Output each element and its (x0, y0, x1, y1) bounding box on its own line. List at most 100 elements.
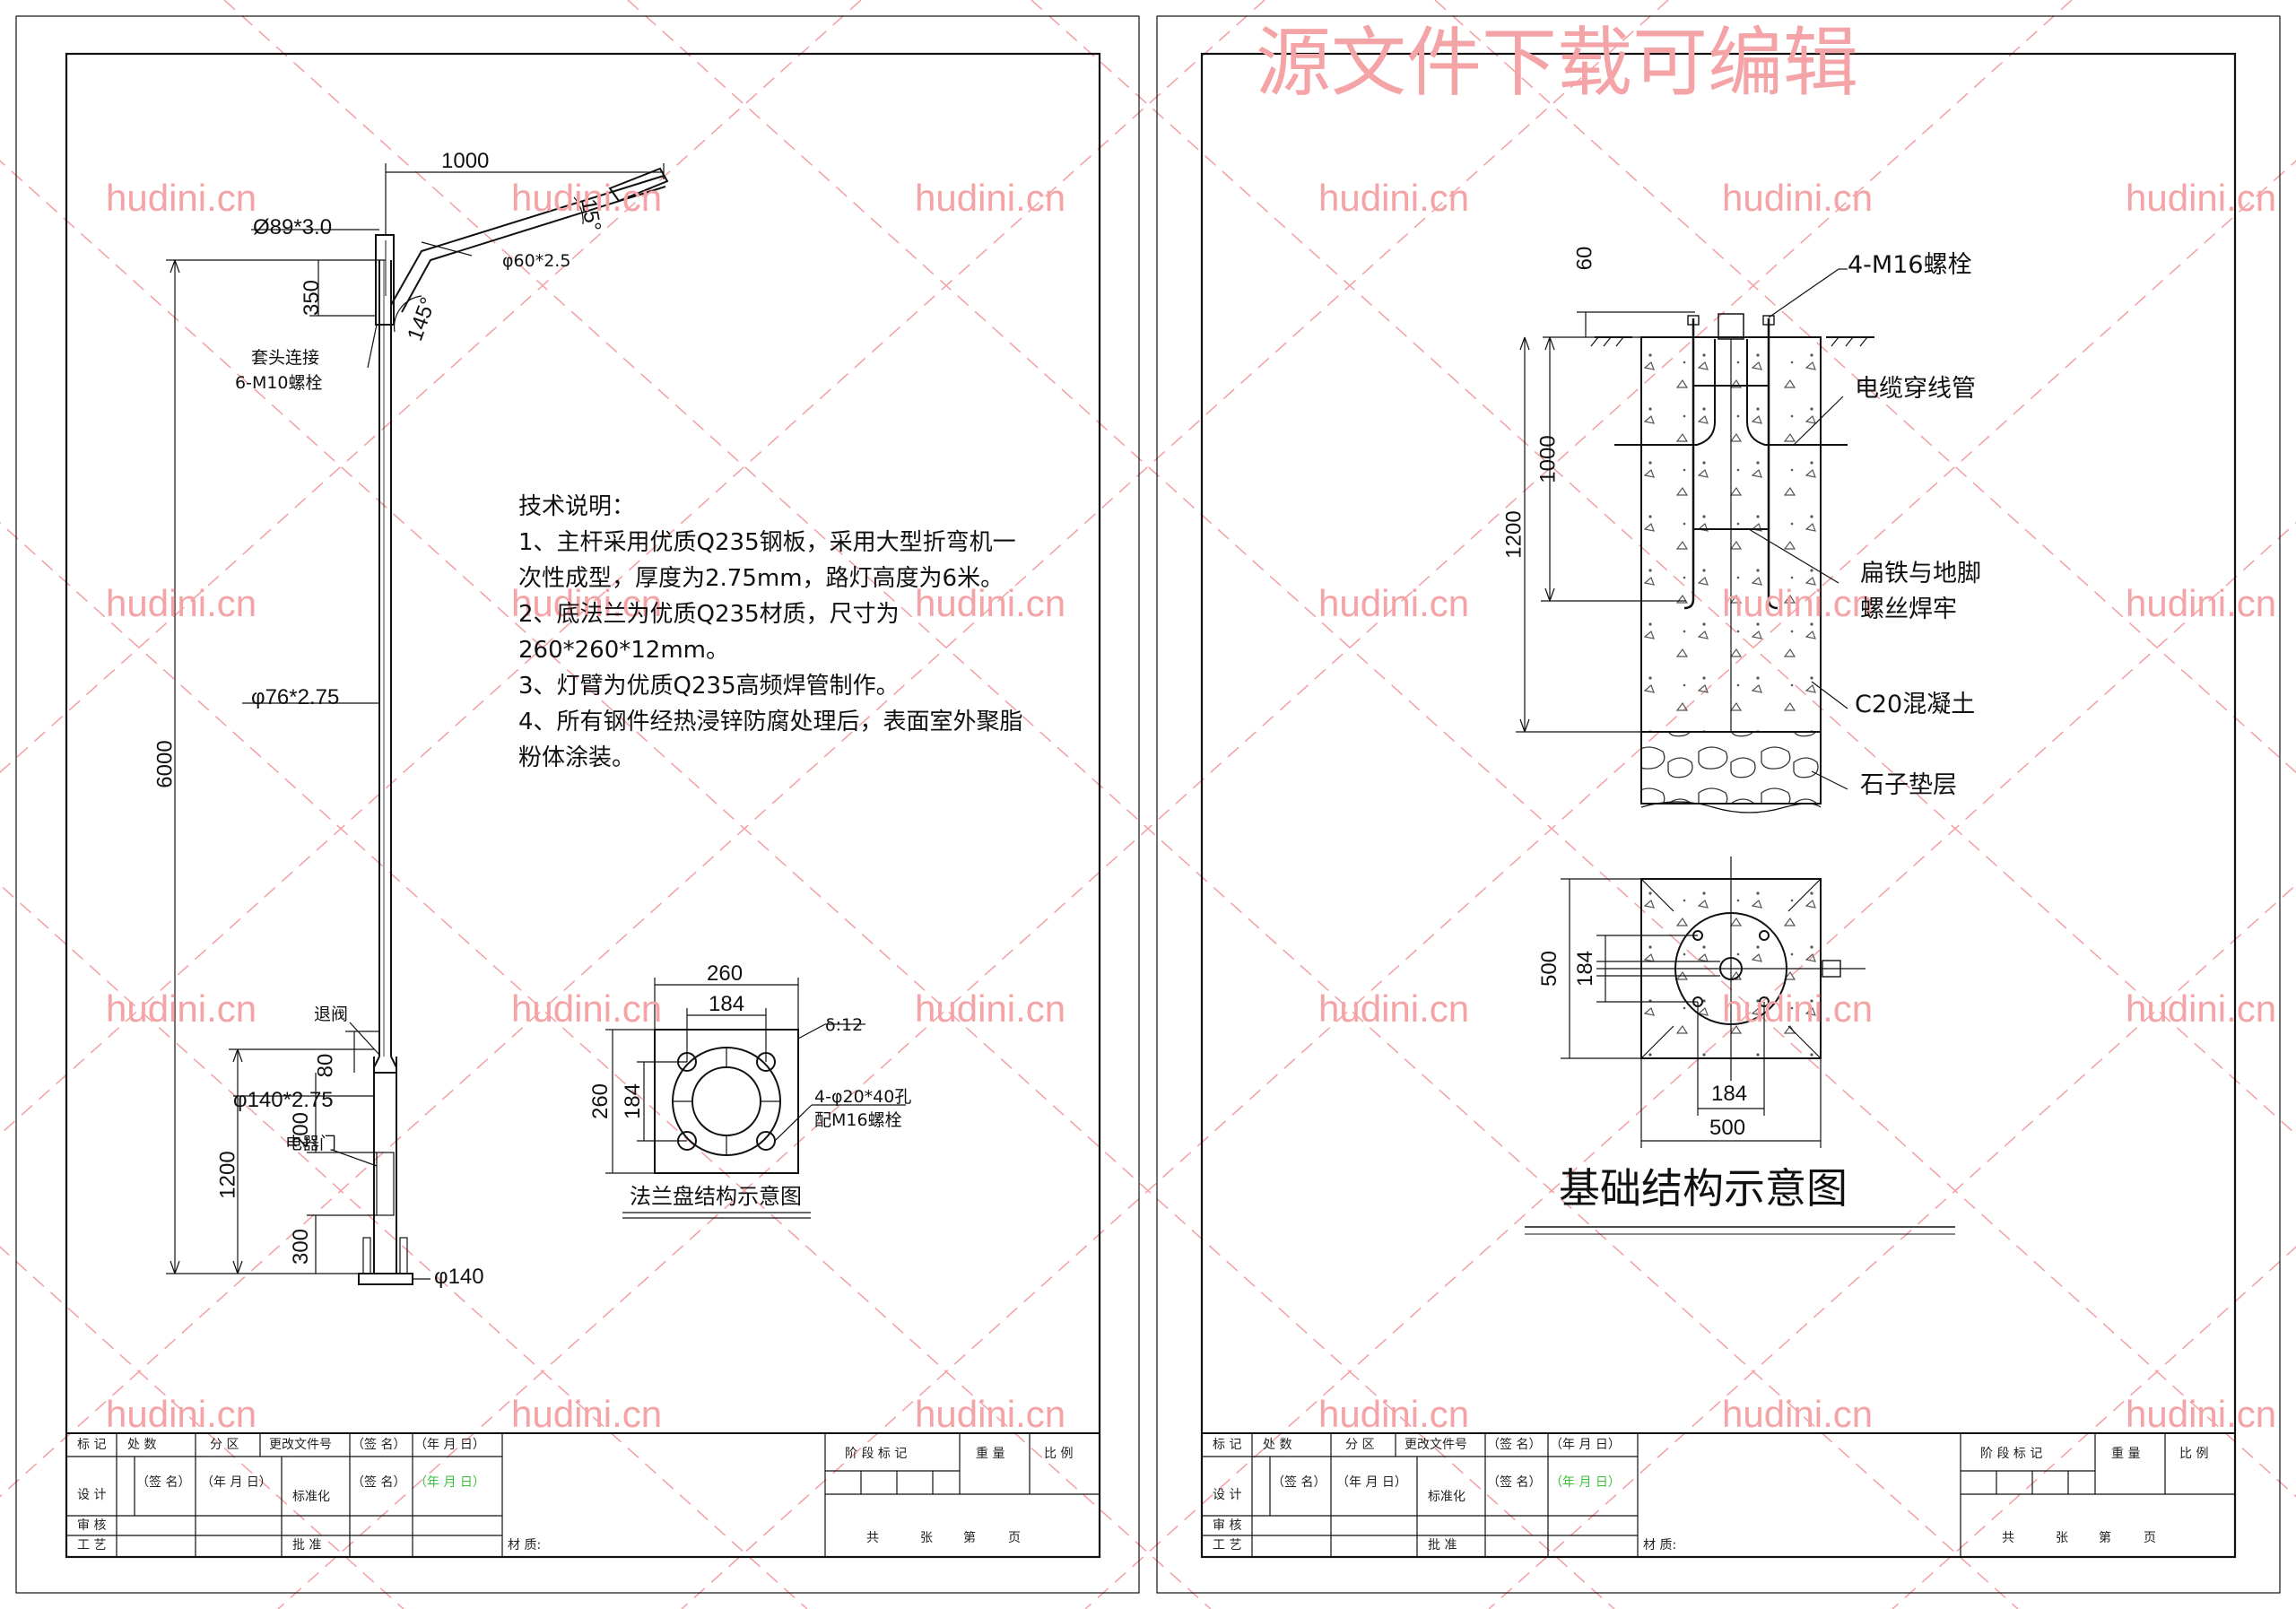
top-offset-dim: 350 (300, 279, 325, 317)
watermark-text: hudini.cn (1318, 177, 1470, 219)
watermark-text: hudini.cn (511, 1393, 663, 1435)
flange-thickness: δ:12 (825, 1015, 864, 1035)
watermark-text: hudini.cn (915, 177, 1066, 219)
tb-page: 页 (1008, 1531, 1021, 1545)
flange-outer-width: 260 (707, 961, 744, 986)
watermark-text: hudini.cn (2126, 582, 2277, 624)
tb-design: 设 计 (1213, 1488, 1242, 1502)
base-plate-diameter: φ140 (434, 1265, 484, 1289)
watermark-text: hudini.cn (1318, 987, 1470, 1030)
watermark-text: hudini.cn (106, 987, 257, 1030)
tb-sign: （签 名） (1272, 1475, 1326, 1490)
watermark-text: hudini.cn (511, 177, 663, 219)
arm-length-dim: 1000 (441, 149, 490, 173)
pole-elevation (358, 167, 669, 1285)
door-offset-dim: 300 (289, 1228, 314, 1265)
watermark-text: hudini.cn (2126, 177, 2277, 219)
tb-process: 工 艺 (77, 1538, 107, 1552)
tb-scale: 比 例 (2179, 1447, 2209, 1461)
tb-total: 共 (866, 1531, 879, 1545)
tb-review: 审 核 (1213, 1518, 1242, 1533)
tb-approve: 批 准 (1428, 1538, 1457, 1552)
tb-weight: 重 量 (2111, 1447, 2141, 1461)
title-block-2 (1201, 1432, 2236, 1558)
watermark-text: hudini.cn (106, 177, 257, 219)
watermark-text: hudini.cn (2126, 1393, 2277, 1435)
arm-angle-dim: 15° (576, 196, 606, 234)
watermark-text: hudini.cn (511, 582, 663, 624)
tb-date-highlight: （年 月 日） (1550, 1475, 1621, 1490)
gravel-label: 石子垫层 (1860, 771, 1957, 799)
notes-title: 技术说明： (518, 493, 636, 520)
tb-date: （年 月 日） (414, 1438, 485, 1452)
tb-material: 材 质: (508, 1538, 542, 1552)
tb-sheets: 张 (920, 1531, 933, 1545)
plan-outer-width: 500 (1709, 1116, 1746, 1140)
note-item: 2、底法兰为优质Q235材质，尺寸为260*260*12mm。 (518, 601, 900, 664)
tb-stage-mark: 阶 段 标 记 (845, 1447, 908, 1461)
watermark-text: hudini.cn (2126, 987, 2277, 1030)
flange-plan (654, 1029, 799, 1174)
note-item: 4、所有钢件经热浸锌防腐处理后，表面室外聚脂粉体涂装。 (518, 709, 1023, 771)
watermark-text: hudini.cn (915, 987, 1066, 1030)
tb-date: （年 月 日） (1550, 1438, 1621, 1452)
foundation-caption: 基础结构示意图 (1559, 1164, 1848, 1213)
watermark-text: hudini.cn (106, 582, 257, 624)
title-block-1 (65, 1432, 1100, 1558)
base-diameter: φ140*2.75 (233, 1088, 334, 1112)
tb-stage-mark: 阶 段 标 记 (1980, 1447, 2043, 1461)
tb-total: 共 (2002, 1531, 2014, 1545)
weld-label-2: 螺丝焊牢 (1860, 596, 1957, 623)
conduit-label: 电缆穿线管 (1855, 375, 1976, 403)
watermark-text: hudini.cn (1318, 582, 1470, 624)
anchor-bolts-label: 4-M16螺栓 (1848, 251, 1972, 279)
flange-outer-height: 260 (588, 1083, 613, 1120)
tb-sheets: 张 (2056, 1531, 2068, 1545)
watermark-text: hudini.cn (1722, 177, 1874, 219)
note-item: 1、主杆采用优质Q235钢板，采用大型折弯机一次性成型，厚度为2.75mm，路灯… (518, 529, 1016, 592)
tb-standard: 标准化 (1428, 1490, 1465, 1504)
flange-dimension-lines (605, 978, 906, 1219)
watermark-banner: 源文件下载可编辑 (1256, 19, 1859, 107)
watermark-text: hudini.cn (1318, 1393, 1470, 1435)
flange-caption: 法兰盘结构示意图 (630, 1184, 802, 1209)
plan-inner-height: 184 (1573, 950, 1598, 987)
flange-bolts: 配M16螺栓 (814, 1110, 902, 1130)
note-item: 3、灯臂为优质Q235高频焊管制作。 (518, 673, 900, 700)
reducer-label: 退阀 (314, 1005, 349, 1024)
watermark-text: hudini.cn (915, 582, 1066, 624)
tb-mark: 标 记 (1213, 1438, 1242, 1452)
tb-scale: 比 例 (1044, 1447, 1074, 1461)
foundation-depth-dim: 1200 (1501, 510, 1526, 559)
reducer-length-dim: 80 (313, 1053, 338, 1078)
tb-change-doc: 更改文件号 (1405, 1438, 1467, 1452)
tb-design: 设 计 (77, 1488, 107, 1502)
tb-page-no: 第 (963, 1531, 976, 1545)
tb-mark: 标 记 (77, 1438, 107, 1452)
tb-date: （年 月 日） (201, 1475, 272, 1490)
watermark-text: hudini.cn (1722, 987, 1874, 1030)
tb-approve: 批 准 (292, 1538, 322, 1552)
tb-material: 材 质: (1643, 1538, 1677, 1552)
watermark-text: hudini.cn (1722, 1393, 1874, 1435)
tb-date: （年 月 日） (1336, 1475, 1407, 1490)
top-projection-dim: 60 (1572, 246, 1597, 271)
pole-diameter: φ76*2.75 (251, 685, 340, 709)
tb-count: 处 数 (127, 1438, 157, 1452)
arm-tube-size: φ60*2.5 (502, 251, 571, 271)
tb-change-doc: 更改文件号 (269, 1438, 332, 1452)
tb-sign: （签 名） (1487, 1438, 1542, 1452)
tb-sign: （签 名） (352, 1475, 406, 1490)
tb-sign: （签 名） (1487, 1475, 1542, 1490)
flange-inner-height: 184 (621, 1083, 646, 1120)
weld-label: 扁铁与地脚 (1860, 560, 1981, 587)
tb-count: 处 数 (1263, 1438, 1292, 1452)
tb-process: 工 艺 (1213, 1538, 1242, 1552)
pole-dimension-lines (166, 163, 665, 1280)
tb-zone: 分 区 (210, 1438, 239, 1452)
tb-sign: （签 名） (352, 1438, 406, 1452)
tb-page: 页 (2144, 1531, 2156, 1545)
base-height-dim: 1200 (215, 1151, 240, 1199)
